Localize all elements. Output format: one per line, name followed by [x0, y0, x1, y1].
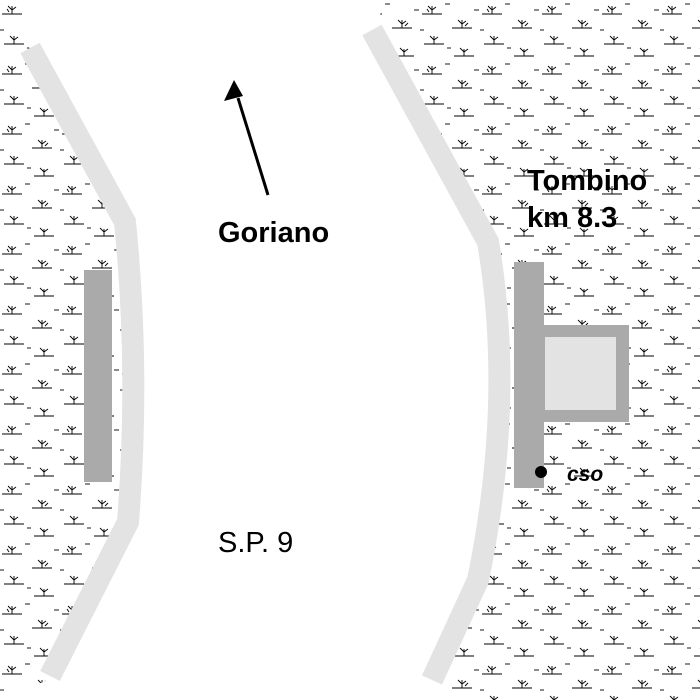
road-label: S.P. 9 [218, 527, 293, 559]
culvert-opening [545, 337, 616, 410]
road-edge-left [20, 42, 145, 681]
left-wall [84, 270, 112, 482]
dot-marker-icon [535, 466, 547, 478]
structure-label-name: Tombino [527, 165, 647, 197]
road-edge-right [362, 24, 511, 685]
arrow-up-icon [224, 80, 270, 196]
structure-label-km: km 8.3 [527, 202, 617, 234]
direction-label: Goriano [218, 217, 329, 249]
point-label: cso [567, 463, 603, 486]
